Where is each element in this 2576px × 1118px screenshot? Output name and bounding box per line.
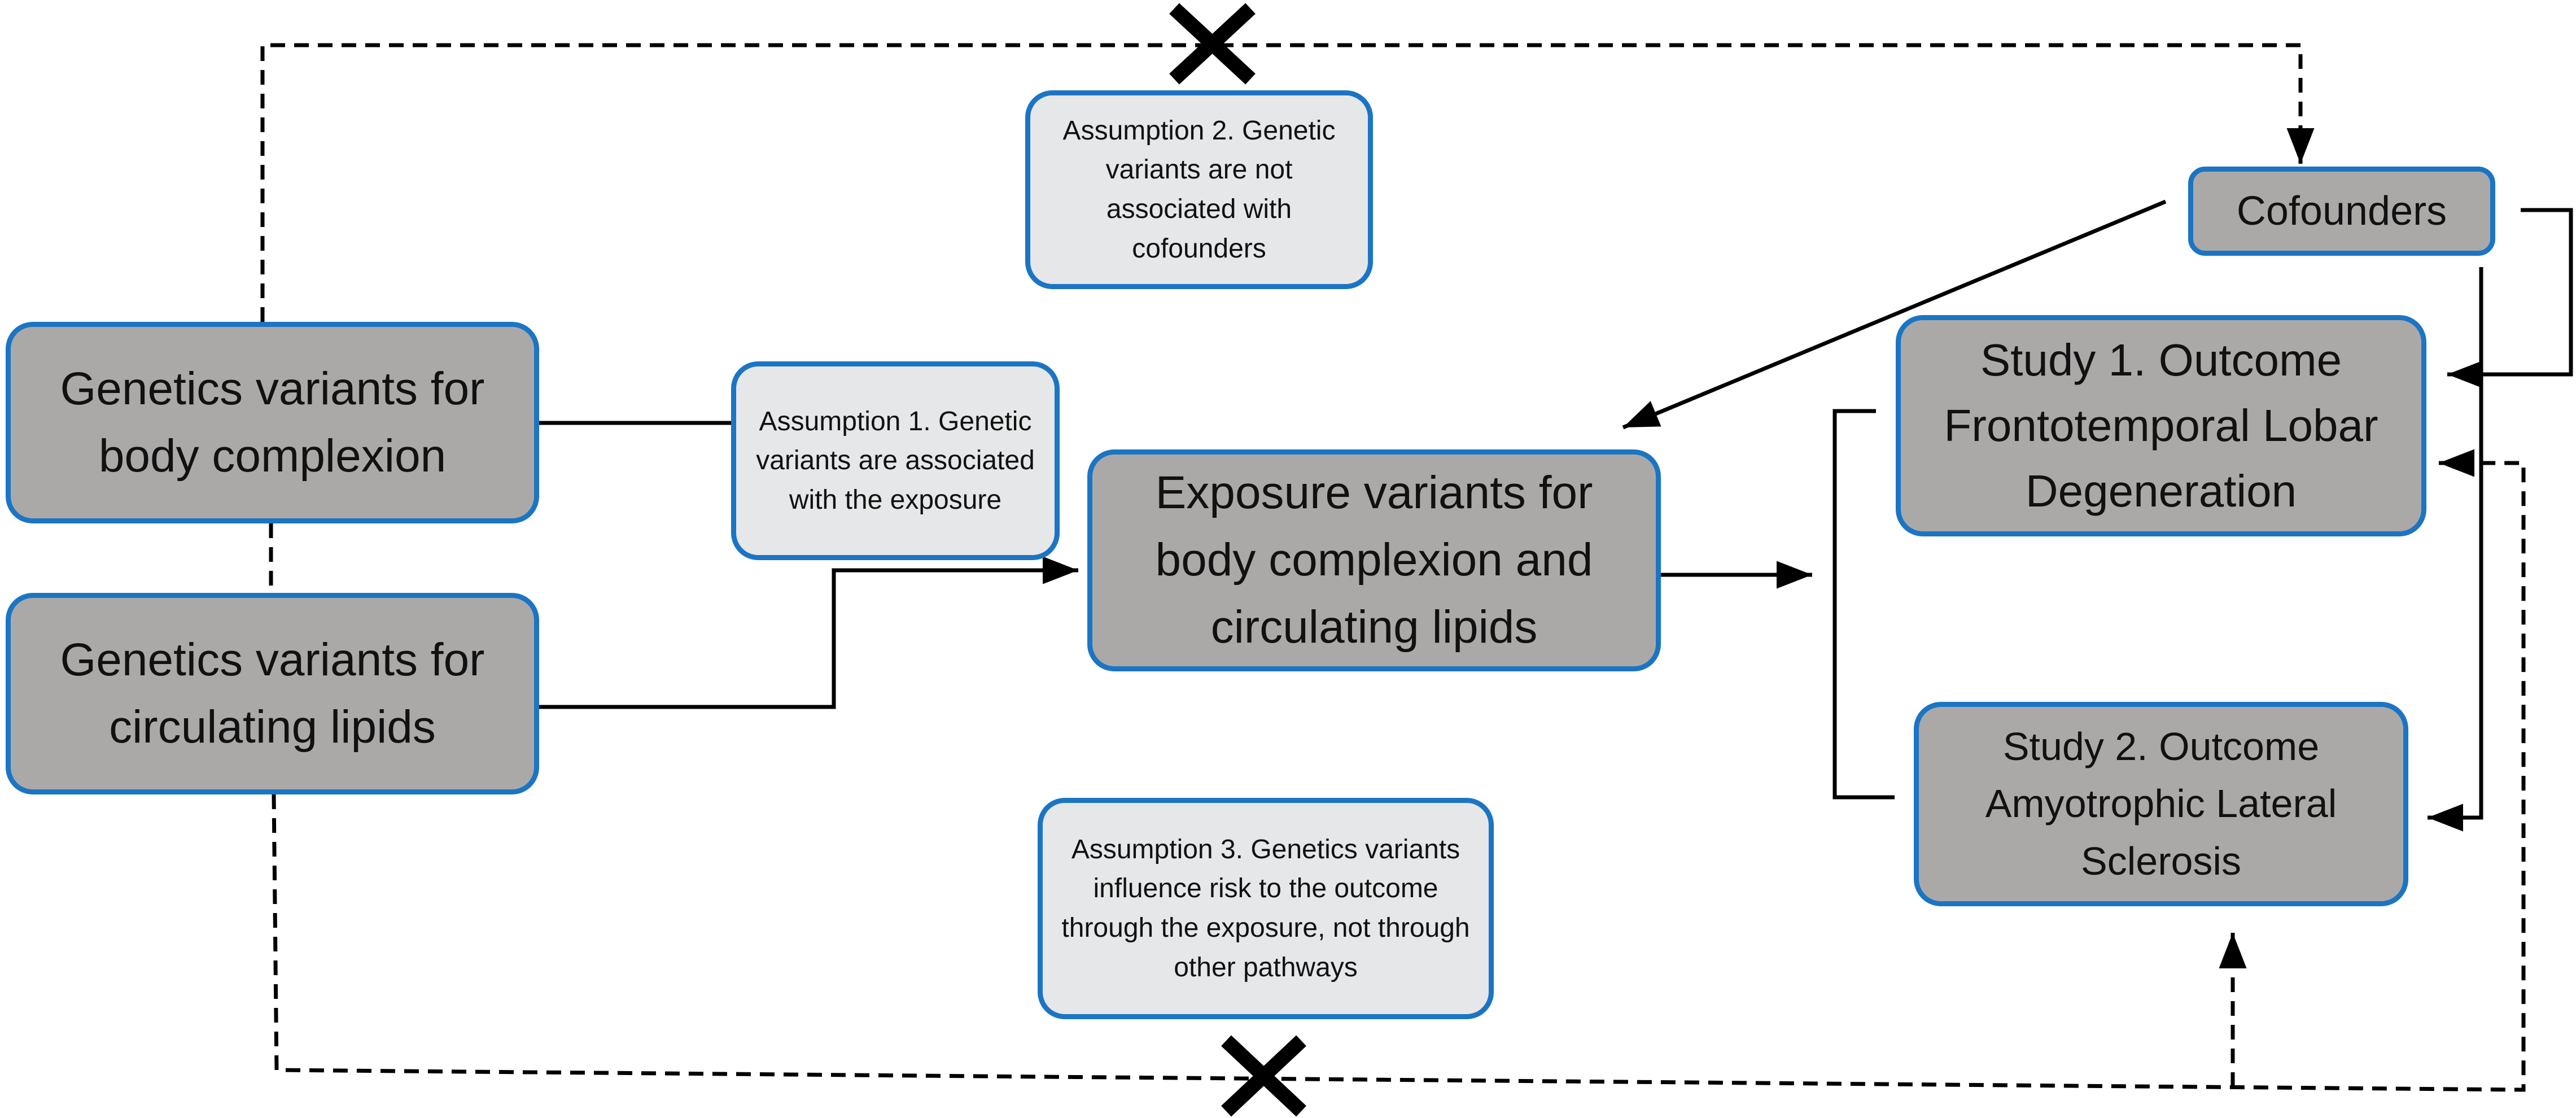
bracket-outcomes <box>1832 409 1895 800</box>
node-label: Assumption 1. Genetic variants are assoc… <box>756 406 1035 515</box>
arrow-confounders-to-exposure <box>1622 199 2167 430</box>
blocked-x-icon <box>1169 3 1256 85</box>
node-label: Assumption 3. Genetics variants influenc… <box>1061 834 1470 982</box>
node-label: Assumption 2. Genetic variants are not a… <box>1062 115 1336 264</box>
node-assumption-3: Assumption 3. Genetics variants influenc… <box>1038 798 1494 1019</box>
node-confounders: Cofounders <box>2188 167 2495 256</box>
node-assumption-2: Assumption 2. Genetic variants are not a… <box>1025 90 1373 289</box>
node-assumption-1: Assumption 1. Genetic variants are assoc… <box>731 361 1060 560</box>
node-label: Study 2. Outcome Amyotrophic Lateral Scl… <box>1985 724 2337 883</box>
arrow-confounders-to-study2 <box>2428 267 2483 832</box>
node-label: Study 1. Outcome Frontotemporal Lobar De… <box>1944 335 2378 516</box>
arrow-confounders-to-study1 <box>2447 208 2573 388</box>
node-study-2-outcome: Study 2. Outcome Amyotrophic Lateral Scl… <box>1914 702 2408 906</box>
node-label: Cofounders <box>2236 188 2447 234</box>
node-label: Genetics variants for body complexion <box>60 363 485 482</box>
node-exposure: Exposure variants for body complexion an… <box>1087 449 1661 671</box>
node-label: Exposure variants for body complexion an… <box>1155 467 1593 653</box>
node-study-1-outcome: Study 1. Outcome Frontotemporal Lobar De… <box>1896 315 2426 536</box>
node-genetics-circulating-lipids: Genetics variants for circulating lipids <box>6 593 539 794</box>
node-label: Genetics variants for circulating lipids <box>60 634 485 753</box>
node-genetics-body-complexion: Genetics variants for body complexion <box>6 322 539 523</box>
dashed-path-genetics-to-confounders <box>260 43 2315 322</box>
blocked-x-icon <box>1221 1035 1306 1117</box>
dashed-path-genetics-to-outcomes <box>272 449 2526 1092</box>
line-genetics-lipids-to-exposure <box>539 556 1078 709</box>
